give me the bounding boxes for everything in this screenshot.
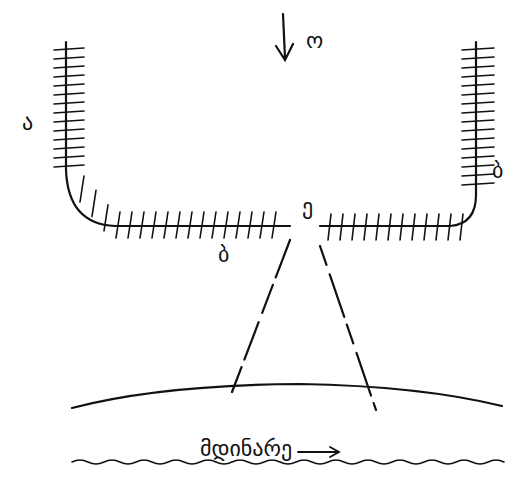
wall-hatching [54, 48, 494, 240]
hatch-tick [424, 214, 427, 240]
hatch-tick [448, 214, 451, 240]
river-wave [72, 460, 504, 464]
hatch-tick [436, 214, 439, 240]
hatch-tick [376, 214, 379, 240]
hatch-tick [388, 214, 391, 240]
hatch-tick [54, 84, 84, 86]
hatch-tick [260, 212, 264, 238]
hatch-tick [140, 212, 144, 238]
hatch-tick [200, 212, 204, 238]
hatch-tick [116, 212, 120, 238]
hatch-tick [54, 93, 84, 95]
right-wall [320, 42, 476, 226]
hatch-tick [152, 212, 156, 238]
hatch-tick [462, 84, 494, 86]
hatch-tick [462, 165, 494, 167]
ground-line [72, 384, 502, 408]
hatch-tick [54, 66, 84, 68]
hatch-tick [212, 212, 216, 238]
hatch-tick [272, 212, 276, 238]
point-label: ბ [492, 160, 503, 182]
hatch-tick [352, 214, 355, 240]
hatch-tick [224, 212, 228, 238]
hatch-tick [462, 111, 494, 113]
hatch-tick [236, 212, 240, 238]
hatch-tick [462, 102, 494, 104]
hatch-tick [462, 129, 494, 131]
hatch-tick [400, 214, 403, 240]
hatch-tick [328, 214, 331, 240]
hatch-tick [248, 212, 252, 238]
hatch-tick [462, 93, 494, 95]
hatch-tick [54, 129, 84, 131]
hatch-tick [462, 174, 494, 176]
hatch-tick [164, 212, 168, 238]
hatch-tick [462, 138, 494, 140]
left-wall [66, 42, 290, 226]
hatch-tick [462, 147, 494, 149]
hatch-tick [462, 183, 494, 185]
hatch-tick [462, 66, 494, 68]
hatch-tick [462, 120, 494, 122]
point-label: ა [22, 112, 33, 134]
hatch-tick [54, 138, 84, 140]
outflow-line [232, 240, 290, 392]
hatch-tick [54, 57, 84, 59]
hatch-tick [462, 75, 494, 77]
hatch-tick [340, 214, 343, 240]
hatch-tick [188, 212, 192, 238]
hatch-tick [54, 48, 84, 50]
inflow-arrow [276, 14, 293, 60]
hatch-tick [462, 48, 494, 50]
river-label: მდინარე [200, 438, 292, 460]
hatch-tick [54, 120, 84, 122]
hatch-tick [412, 214, 415, 240]
hatch-tick [462, 156, 494, 158]
hatch-tick [176, 212, 180, 238]
hatch-tick [80, 176, 84, 202]
point-label: ე [302, 196, 313, 218]
point-label: ო [306, 30, 323, 52]
hatch-tick [92, 190, 96, 216]
hatch-tick [104, 205, 108, 231]
hatch-tick [54, 111, 84, 113]
hatch-tick [54, 147, 84, 149]
hatch-tick [128, 212, 132, 238]
hatch-tick [364, 214, 367, 240]
hatch-tick [460, 214, 463, 240]
hatch-tick [54, 156, 84, 158]
hatch-tick [54, 165, 84, 167]
flow-arrow [298, 447, 339, 457]
hatch-tick [54, 75, 84, 77]
hatch-tick [462, 57, 494, 59]
hatch-tick [54, 102, 84, 104]
point-label: ბ [218, 244, 229, 266]
